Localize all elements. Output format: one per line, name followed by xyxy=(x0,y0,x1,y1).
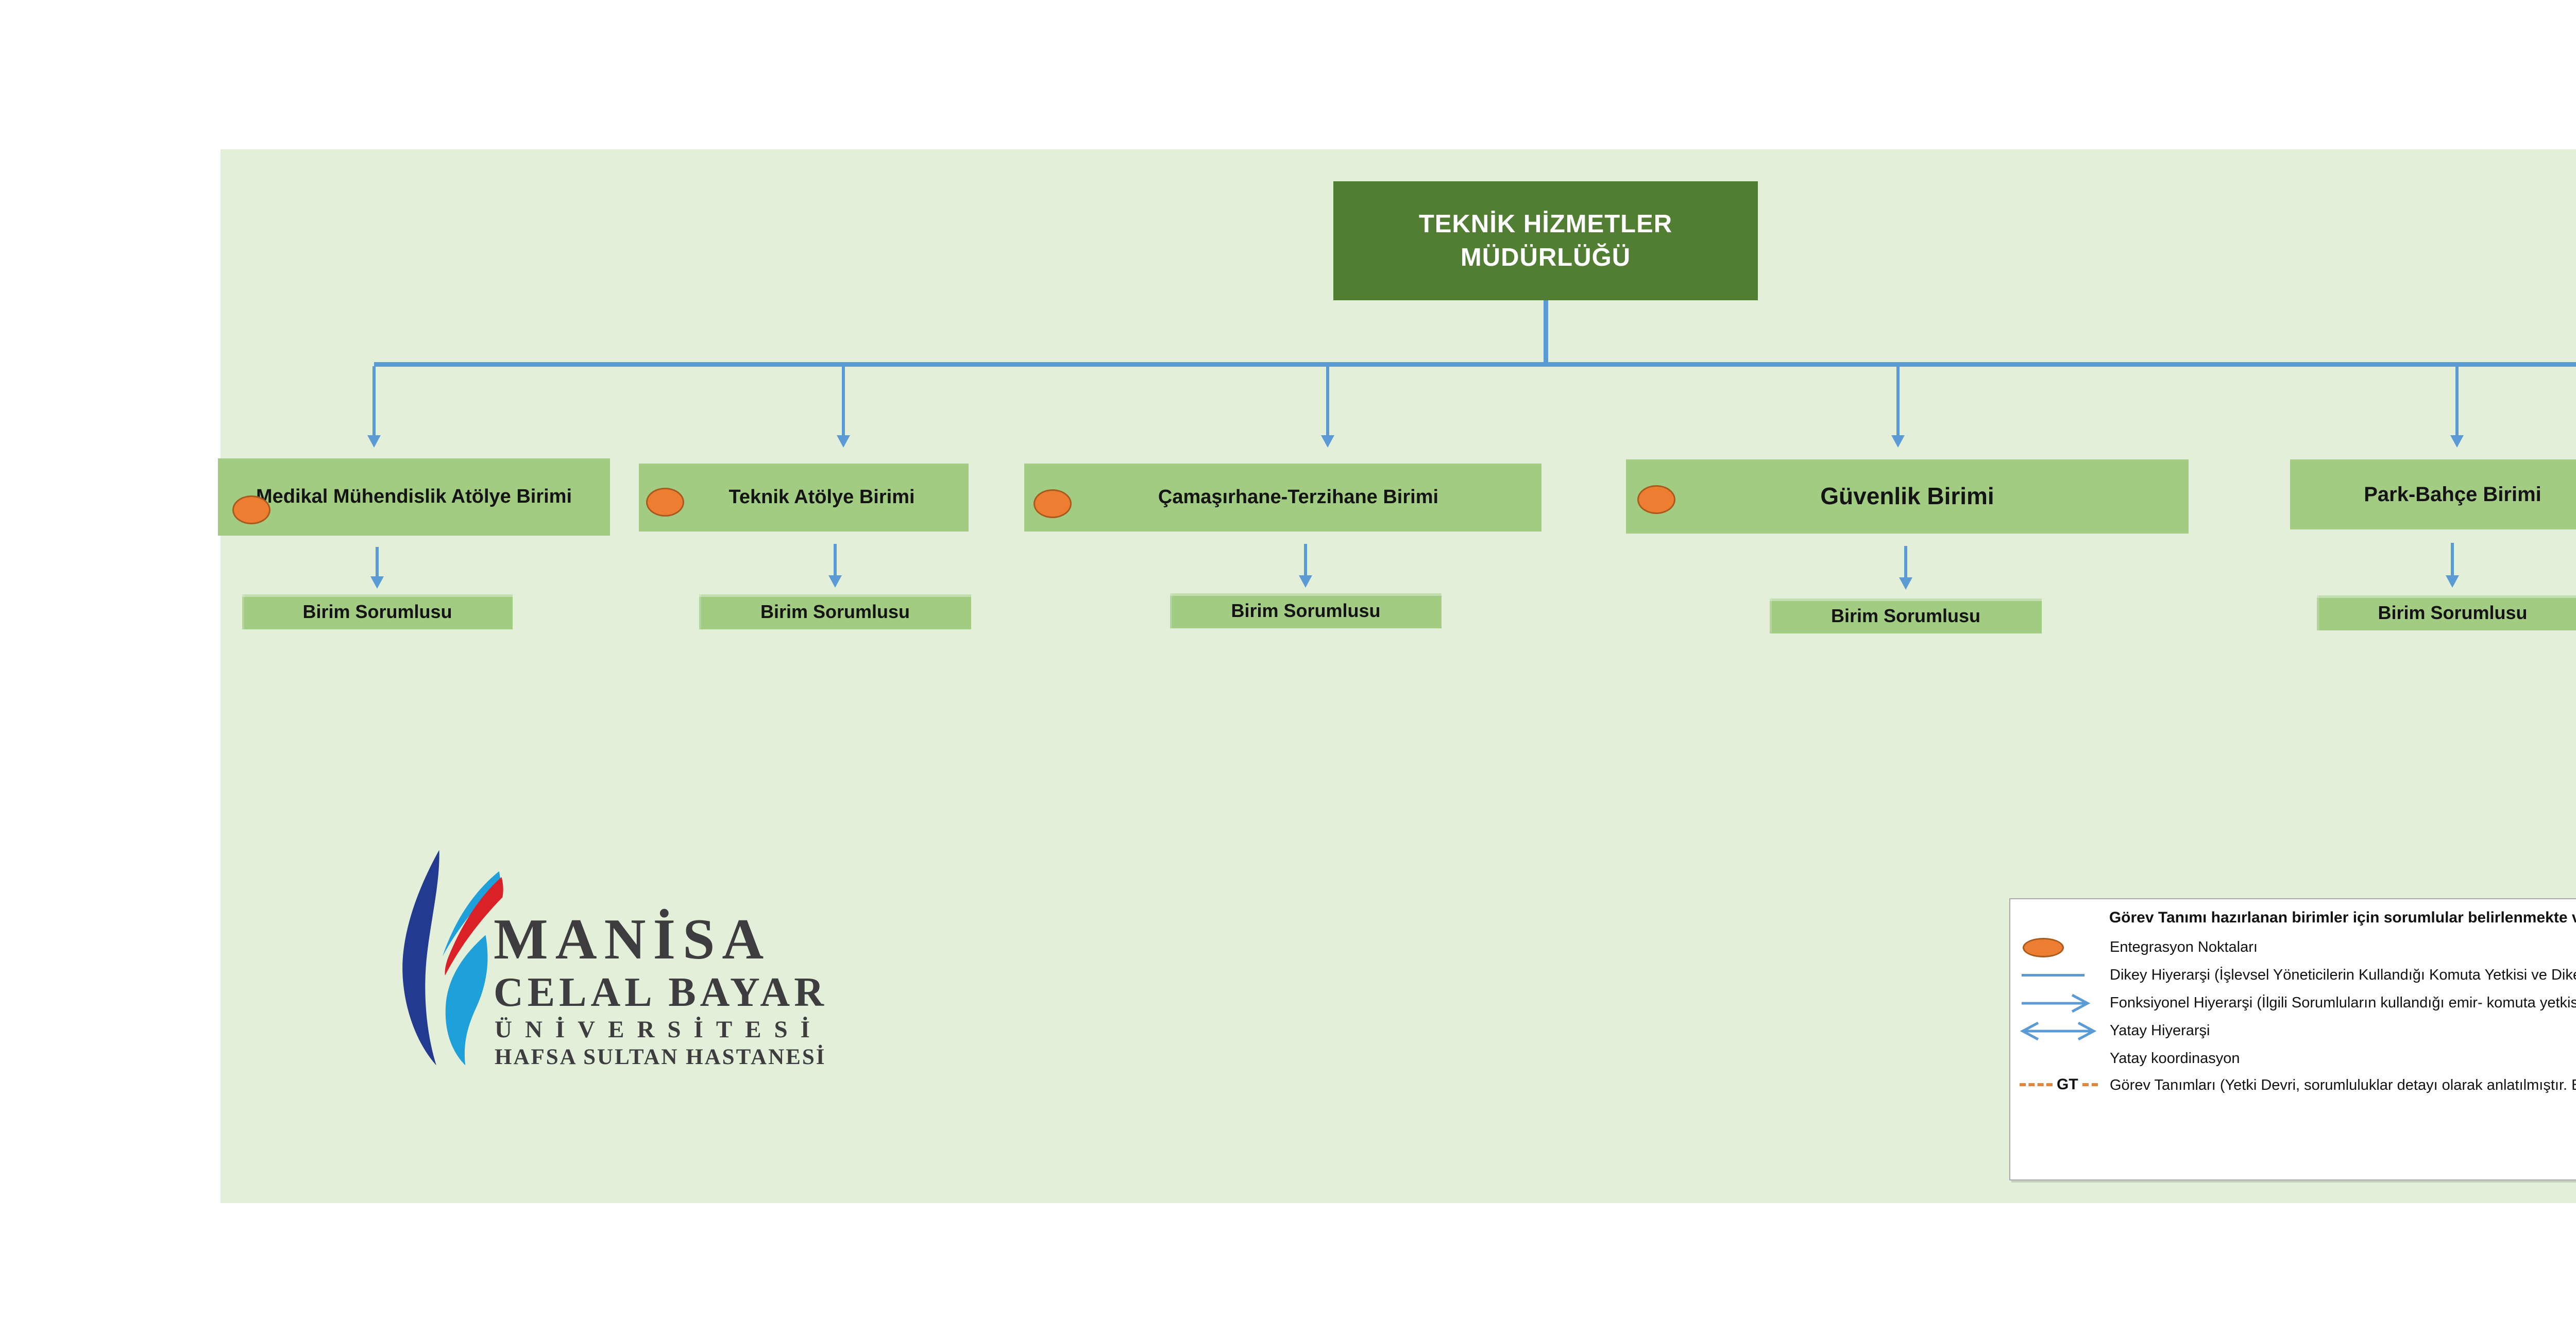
integration-ellipse-icon xyxy=(2023,937,2064,957)
branch-arrow-icon xyxy=(1896,366,1900,436)
unit-label: Teknik Atölye Birimi xyxy=(728,486,915,508)
root-title-line1: TEKNİK HİZMETLER xyxy=(1418,210,1673,238)
down-arrow-icon xyxy=(834,544,837,576)
legend-item-label: Fonksiyonel Hiyerarşi (İlgili Sorumlular… xyxy=(2110,994,2576,1011)
legend-row: Yatay Hiyerarşi xyxy=(2020,1017,2576,1045)
unit-box-medikal-muhendislik: Medikal Mühendislik Atölye Birimi xyxy=(218,458,610,536)
responsible-box: Birim Sorumlusu xyxy=(242,594,513,629)
responsible-box: Birim Sorumlusu xyxy=(699,594,971,629)
down-arrow-icon xyxy=(1904,546,1907,578)
unit-box-park-bahce: Park-Bahçe Birimi xyxy=(2290,459,2576,529)
university-logo: MANİSA CELAL BAYAR ÜNİVERSİTESİ HAFSA SU… xyxy=(381,834,866,1087)
branch-arrow-icon xyxy=(372,366,376,436)
down-arrow-icon xyxy=(1304,544,1307,576)
legend-row: Fonksiyonel Hiyerarşi (İlgili Sorumlular… xyxy=(2020,989,2576,1017)
unit-box-guvenlik: Güvenlik Birimi xyxy=(1626,459,2189,534)
logo-name-text: CELAL BAYAR xyxy=(494,970,828,1015)
down-arrow-icon xyxy=(2451,543,2454,576)
responsible-label: Birim Sorumlusu xyxy=(1231,600,1381,621)
responsible-box: Birim Sorumlusu xyxy=(1170,593,1442,628)
integration-point-icon xyxy=(1637,485,1675,514)
responsible-box: Birim Sorumlusu xyxy=(2317,595,2576,630)
root-unit-box: TEKNİK HİZMETLER MÜDÜRLÜĞÜ xyxy=(1333,181,1758,300)
responsible-label: Birim Sorumlusu xyxy=(760,601,910,622)
integration-point-icon xyxy=(232,495,270,524)
branch-arrow-icon xyxy=(1326,366,1329,436)
legend-title: Görev Tanımı hazırlanan birimler için so… xyxy=(2109,909,2576,926)
unit-box-teknik-atolye: Teknik Atölye Birimi xyxy=(639,464,969,532)
unit-label: Medikal Mühendislik Atölye Birimi xyxy=(256,486,572,508)
responsible-label: Birim Sorumlusu xyxy=(2378,602,2528,623)
integration-point-icon xyxy=(646,488,684,517)
root-title-line2: MÜDÜRLÜĞÜ xyxy=(1460,243,1631,271)
double-arrow-icon xyxy=(2020,1021,2097,1040)
gt-label: GT xyxy=(2057,1075,2078,1093)
responsible-label: Birim Sorumlusu xyxy=(1831,605,1981,626)
root-stem-connector xyxy=(1544,300,1548,363)
legend-row: Dikey Hiyerarşi (İşlevsel Yöneticilerin … xyxy=(2020,962,2576,989)
unit-label: Güvenlik Birimi xyxy=(1820,483,1994,510)
tulip-logo-icon xyxy=(402,850,503,1066)
vertical-hierarchy-line-icon xyxy=(2022,974,2084,977)
legend-item-label: Dikey Hiyerarşi (İşlevsel Yöneticilerin … xyxy=(2110,966,2576,983)
unit-box-camasirhane-terzihane: Çamaşırhane-Terzihane Birimi xyxy=(1024,464,1541,532)
legend-item-label: Yatay koordinasyon xyxy=(2110,1050,2240,1067)
responsible-label: Birim Sorumlusu xyxy=(302,601,452,622)
logo-institution-text: ÜNİVERSİTESİ xyxy=(495,1016,823,1043)
gt-dash-right xyxy=(2082,1083,2098,1086)
legend-item-label: Entegrasyon Noktaları xyxy=(2110,938,2258,955)
down-arrow-icon xyxy=(376,547,379,577)
gt-dash-left xyxy=(2020,1083,2053,1086)
legend-row: Yatay koordinasyon xyxy=(2020,1045,2576,1073)
responsible-box: Birim Sorumlusu xyxy=(1770,598,2042,633)
unit-label: Çamaşırhane-Terzihane Birimi xyxy=(1158,486,1439,508)
logo-hospital-text: HAFSA SULTAN HASTANESİ xyxy=(495,1045,826,1069)
branch-arrow-icon xyxy=(2455,366,2459,436)
legend-box: Görev Tanımı hazırlanan birimler için so… xyxy=(2009,898,2576,1180)
legend-row: Entegrasyon Noktaları xyxy=(2020,934,2576,962)
horizontal-connector xyxy=(374,362,2576,367)
legend-row: GT Görev Tanımları (Yetki Devri, sorumlu… xyxy=(2020,1076,2576,1104)
integration-point-icon xyxy=(1033,489,1072,518)
legend-item-label: Görev Tanımları (Yetki Devri, sorumluluk… xyxy=(2110,1076,2576,1093)
gt-dashed-icon: GT xyxy=(2020,1076,2110,1093)
legend-item-label: Yatay Hiyerarşi xyxy=(2110,1022,2210,1039)
logo-city-text: MANİSA xyxy=(494,907,771,971)
branch-arrow-icon xyxy=(842,366,845,436)
single-arrow-icon xyxy=(2022,993,2091,1013)
unit-label: Park-Bahçe Birimi xyxy=(2364,483,2541,506)
